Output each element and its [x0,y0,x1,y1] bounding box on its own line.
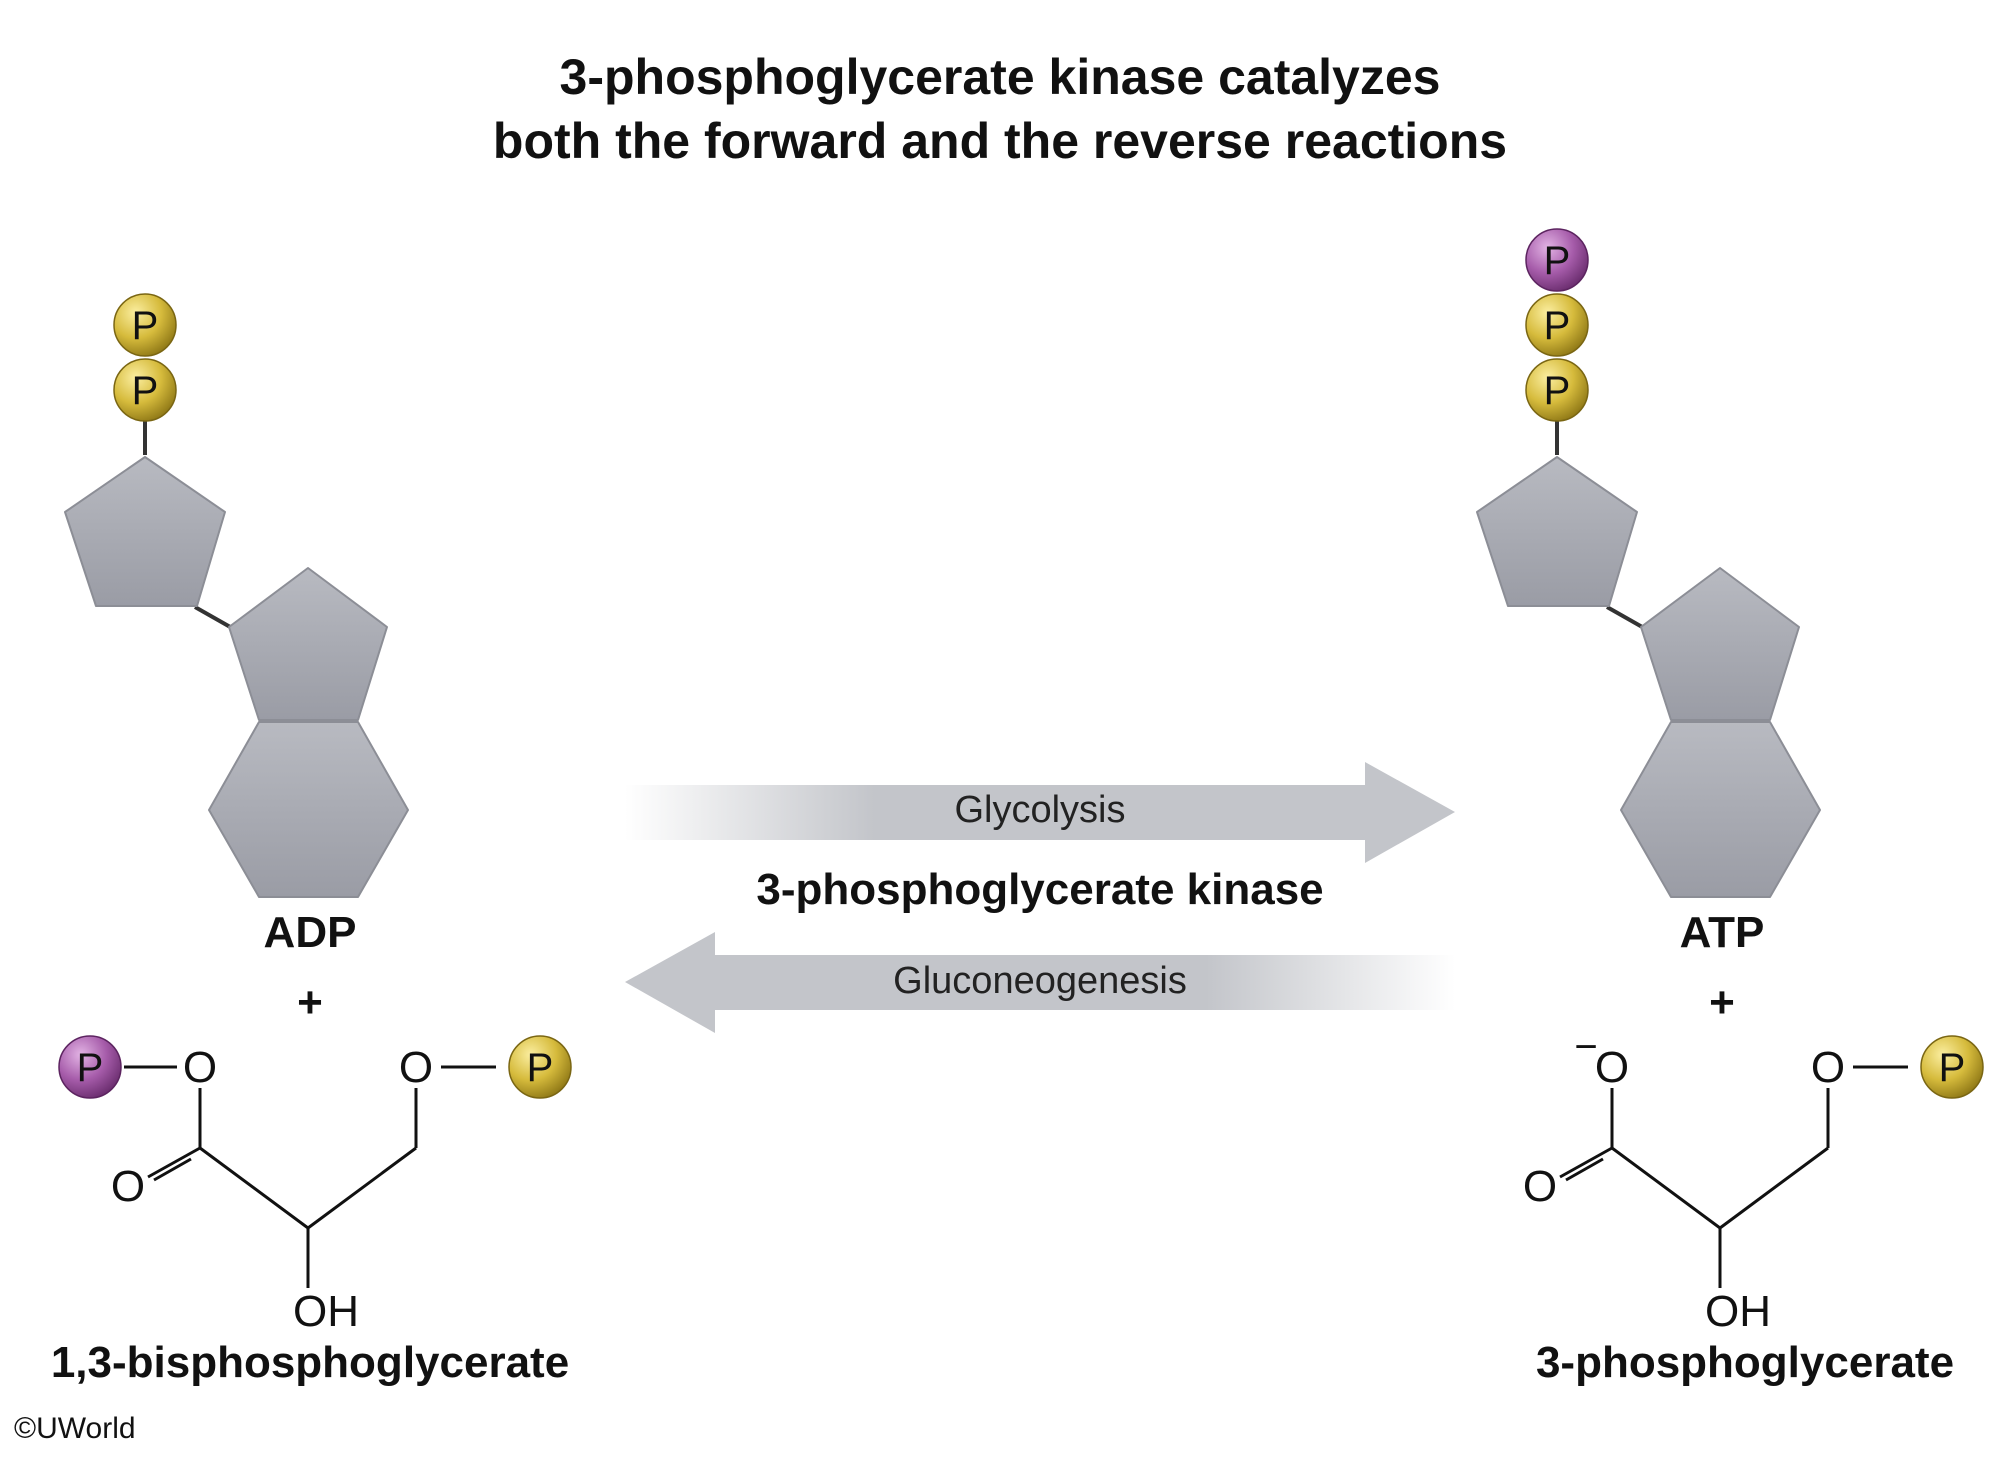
copyright-text: ©UWorld [14,1412,136,1445]
ribose-ring [64,456,226,607]
svg-text:P: P [77,1046,104,1090]
svg-text:O: O [183,1043,217,1092]
glycolysis-label: Glycolysis [954,789,1125,831]
svg-text:O: O [1811,1043,1845,1092]
gluconeogenesis-label: Gluconeogenesis [893,960,1187,1002]
adenine-ring-five [1640,567,1800,721]
phosphate-group: P [113,358,177,422]
enzyme-label: 3-phosphoglycerate kinase [756,865,1324,914]
phosphate-group [1920,1035,1984,1099]
phosphate-group: P [113,293,177,357]
title-line-2: both the forward and the reverse reactio… [492,113,1508,169]
phosphoglycerate-structure [1559,1065,1908,1288]
bisphosphoglycerate-label: 1,3-bisphosphoglycerate [50,1338,570,1387]
svg-text:O: O [1595,1043,1629,1092]
phosphate-group [508,1035,572,1099]
svg-text:P: P [1544,239,1571,283]
phosphate-group: P [1525,358,1589,422]
svg-text:OH: OH [293,1287,359,1336]
atp-label: ATP [1679,908,1765,957]
phosphoglycerate-atoms: O − O P O OH [1523,1025,1984,1336]
svg-text:P: P [1544,369,1571,413]
phosphate-group-purple: P [1525,228,1589,292]
reverse-arrow: Gluconeogenesis [625,932,1455,1033]
svg-text:P: P [1939,1046,1966,1090]
plus-sign-right: + [1709,978,1735,1027]
plus-sign-left: + [297,978,323,1027]
svg-text:P: P [132,369,159,413]
svg-text:OH: OH [1705,1287,1771,1336]
svg-text:O: O [399,1043,433,1092]
ribose-ring [1476,456,1638,607]
svg-text:O: O [111,1162,145,1211]
bisphosphoglycerate-structure [124,1065,496,1288]
page-title: 3-phosphoglycerate kinase catalyzes both… [0,45,2000,173]
adenine-ring-six [208,721,409,898]
svg-text:P: P [1544,304,1571,348]
negative-charge: − [1574,1025,1597,1069]
svg-text:P: P [527,1046,554,1090]
phosphate-group: P [1525,293,1589,357]
adenine-ring-six [1620,721,1821,898]
title-line-1: 3-phosphoglycerate kinase catalyzes [559,49,1441,105]
svg-text:O: O [1523,1162,1557,1211]
adp-molecule: P P [64,293,409,898]
phosphate-group-purple [58,1035,122,1099]
adenine-ring-five [228,567,388,721]
adp-label: ADP [263,908,357,957]
forward-arrow: Glycolysis [625,762,1455,863]
atp-molecule: P P P [1476,228,1821,898]
phosphoglycerate-label: 3-phosphoglycerate [1535,1338,1955,1387]
svg-text:P: P [132,304,159,348]
bisphosphoglycerate-atoms: P O O P O OH [58,1035,572,1336]
